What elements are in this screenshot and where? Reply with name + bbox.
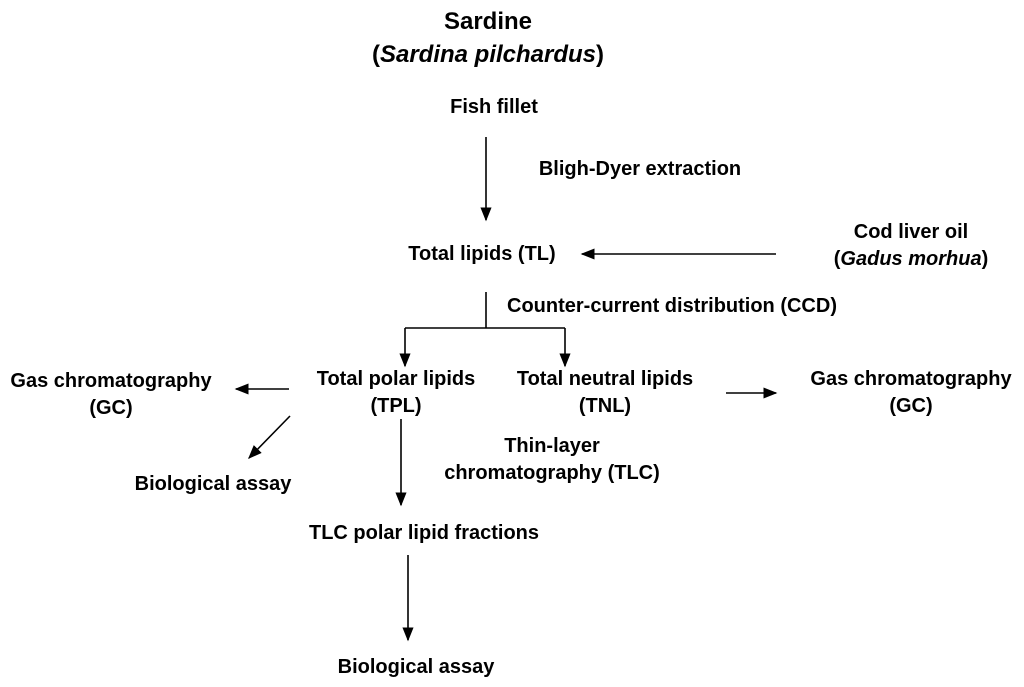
node-cod-liver-oil-line2: (Gadus morhua) xyxy=(834,246,988,273)
arrow-tpl-to-bio-assay xyxy=(248,415,291,460)
node-total-lipids: Total lipids (TL) xyxy=(408,241,555,268)
node-tnl-line1: Total neutral lipids xyxy=(516,368,694,390)
node-tnl-line2: (TNL) xyxy=(578,395,632,417)
diagram-subtitle: (Sardina pilchardus) xyxy=(372,39,604,70)
node-total-polar-lipids: Total polar lipids (TPL) xyxy=(317,366,476,420)
node-fish-fillet: Fish fillet xyxy=(450,94,538,121)
cod-open-paren: ( xyxy=(833,248,841,270)
node-gc-left-line2: (GC) xyxy=(89,397,133,419)
title-open-paren: ( xyxy=(371,41,380,68)
node-gc-left-line1: Gas chromatography xyxy=(10,370,212,392)
node-gc-right-line2: (GC) xyxy=(889,395,933,417)
node-gc-right: Gas chromatography (GC) xyxy=(810,366,1011,420)
title-close-paren: ) xyxy=(596,41,605,68)
node-gc-left: Gas chromatography (GC) xyxy=(10,368,211,422)
label-tlc-line2: chromatography (TLC) xyxy=(444,462,660,484)
node-cod-liver-oil-line1: Cod liver oil xyxy=(853,221,969,243)
node-total-lipids-text: Total lipids (TL) xyxy=(408,243,556,265)
cod-close-paren: ) xyxy=(981,248,989,270)
label-bligh-dyer: Bligh-Dyer extraction xyxy=(539,156,741,183)
node-tlc-polar-lipid-fractions: TLC polar lipid fractions xyxy=(309,520,539,547)
node-gc-right-line1: Gas chromatography xyxy=(810,368,1012,390)
label-ccd: Counter-current distribution (CCD) xyxy=(507,293,837,320)
node-fish-fillet-text: Fish fillet xyxy=(450,96,538,118)
cod-scientific-name: Gadus morhua xyxy=(840,248,982,270)
label-bligh-dyer-text: Bligh-Dyer extraction xyxy=(538,158,742,180)
node-tpl-line1: Total polar lipids xyxy=(316,368,476,390)
label-ccd-text: Counter-current distribution (CCD) xyxy=(507,295,837,317)
node-tpl-line2: (TPL) xyxy=(370,395,422,417)
node-biological-assay-bottom: Biological assay xyxy=(338,654,495,681)
node-bio-assay-left-text: Biological assay xyxy=(134,473,292,495)
node-total-neutral-lipids: Total neutral lipids (TNL) xyxy=(517,366,693,420)
diagram-title: Sardine xyxy=(444,6,532,37)
node-biological-assay-left: Biological assay xyxy=(135,471,292,498)
title-scientific-name: Sardina pilchardus xyxy=(379,41,597,68)
label-tlc: Thin-layer chromatography (TLC) xyxy=(444,433,660,487)
label-tlc-line1: Thin-layer xyxy=(504,435,600,457)
node-tlc-fractions-text: TLC polar lipid fractions xyxy=(308,522,540,544)
node-cod-liver-oil: Cod liver oil (Gadus morhua) xyxy=(834,219,988,273)
node-bio-assay-bottom-text: Biological assay xyxy=(337,656,495,678)
title-common-name: Sardine xyxy=(443,8,533,35)
